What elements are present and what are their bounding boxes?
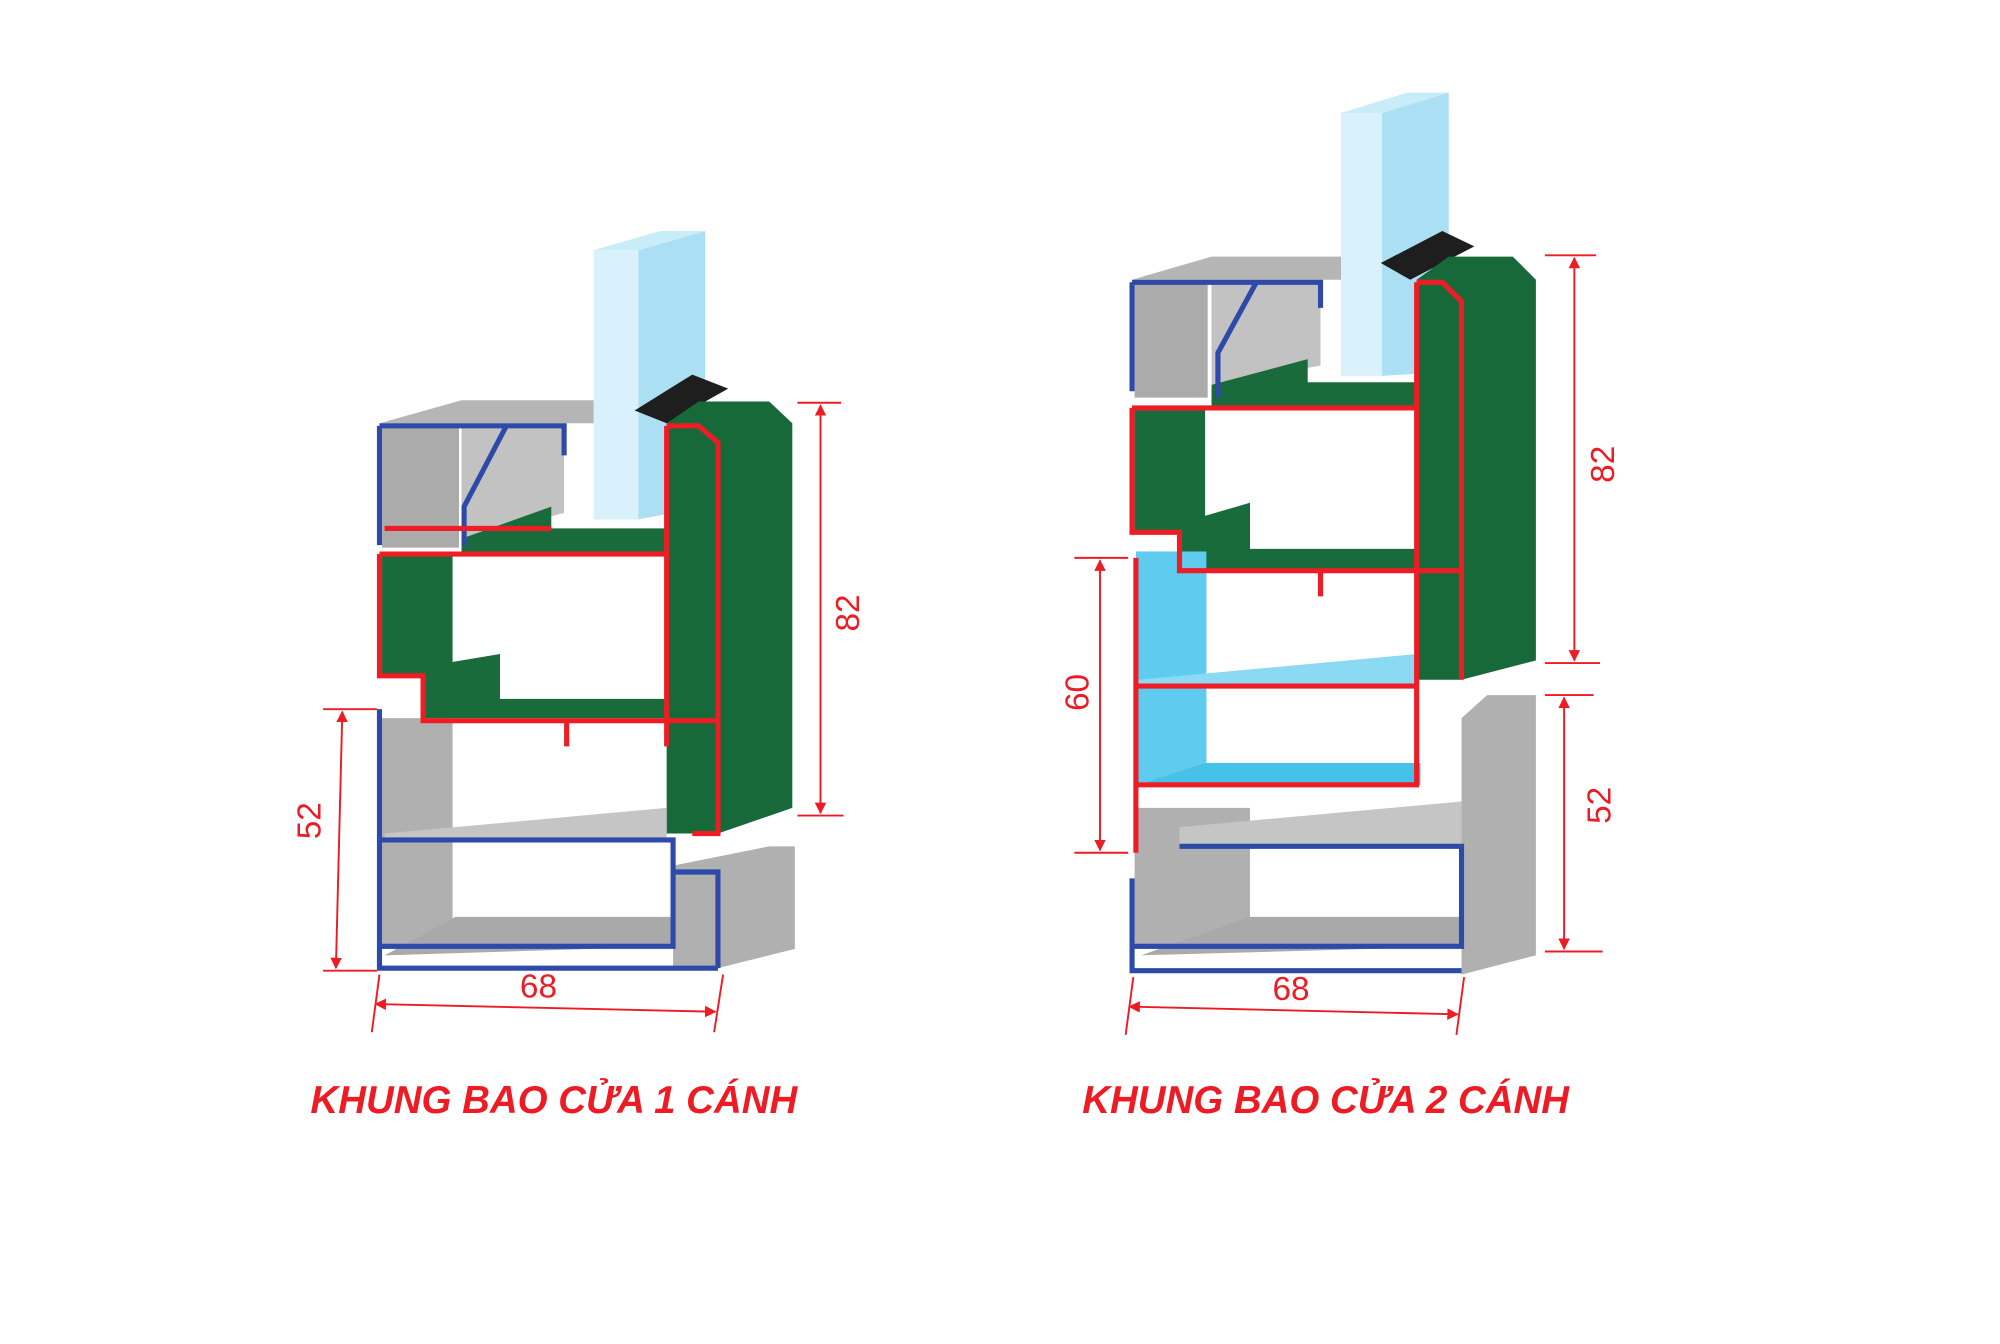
- dimension-label-68: 68: [1272, 971, 1309, 1008]
- dimension-width: 68: [1124, 971, 1466, 1035]
- dimension-height-upper: 82: [1544, 254, 1622, 664]
- dimension-label-82: 82: [1585, 446, 1622, 483]
- frame-diagram-double-sash: 82 52 60 68 KHUNG BAO CỬA 2 CÁNH: [1059, 92, 1622, 1122]
- dimension-width: 68: [370, 969, 725, 1033]
- aluminum-profile-double: [1129, 92, 1536, 975]
- rubber-gasket: [1380, 230, 1475, 280]
- diagram-title: KHUNG BAO CỬA 1 CÁNH: [310, 1078, 798, 1122]
- dimension-label-52: 52: [292, 802, 329, 839]
- diagram-title: KHUNG BAO CỬA 2 CÁNH: [1082, 1078, 1570, 1122]
- glass-pane: [1341, 113, 1383, 376]
- frame-diagram-single-sash: 82 52 68 KHUNG BAO CỬA 1 CÁNH: [292, 230, 867, 1122]
- dimension-height-lower: 52: [292, 708, 377, 972]
- dimension-label-82: 82: [830, 594, 867, 631]
- aluminum-profile-single: [376, 230, 795, 971]
- dimension-label-68: 68: [520, 969, 557, 1006]
- glass-pane: [593, 250, 639, 520]
- dimension-height-middle: 60: [1059, 556, 1129, 854]
- dimension-height-lower: 52: [1544, 694, 1618, 953]
- dimension-label-52: 52: [1581, 787, 1618, 824]
- dimension-height-upper: 82: [797, 401, 867, 817]
- dimension-label-60: 60: [1059, 674, 1096, 711]
- rubber-gasket: [634, 374, 729, 424]
